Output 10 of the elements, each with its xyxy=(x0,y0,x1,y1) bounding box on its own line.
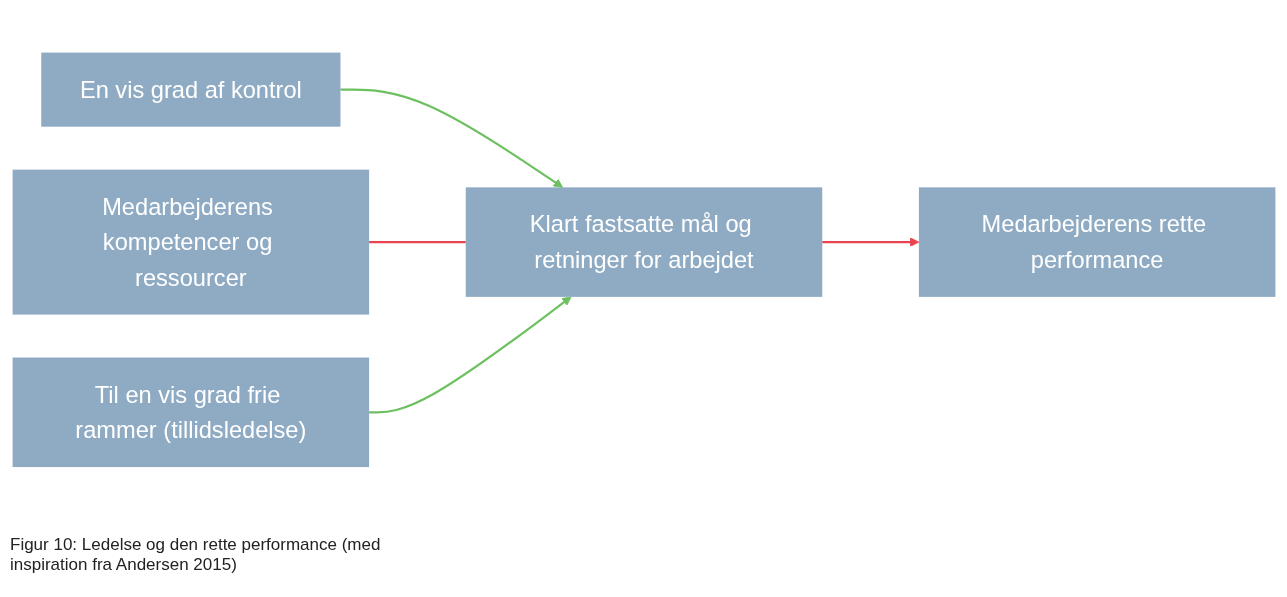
arrow xyxy=(339,88,563,188)
node-box: Medarbejderens rette performance xyxy=(918,187,1275,298)
node-box: Til en vis grad frie rammer (tillidsledelse) xyxy=(12,357,369,468)
connector xyxy=(368,241,466,244)
node-box: Medarbejderens kompetencer og ressourcer xyxy=(12,169,369,315)
figure-caption: Figur 10: Ledelse og den rette performance (med inspiration fra Andersen 2015) xyxy=(10,535,382,575)
arrow xyxy=(821,237,919,247)
node-box: En vis grad af kontrol xyxy=(40,52,340,127)
arrow xyxy=(368,296,572,414)
node-box: Klart fastsatte mål og retninger for arbejdet xyxy=(465,187,822,298)
